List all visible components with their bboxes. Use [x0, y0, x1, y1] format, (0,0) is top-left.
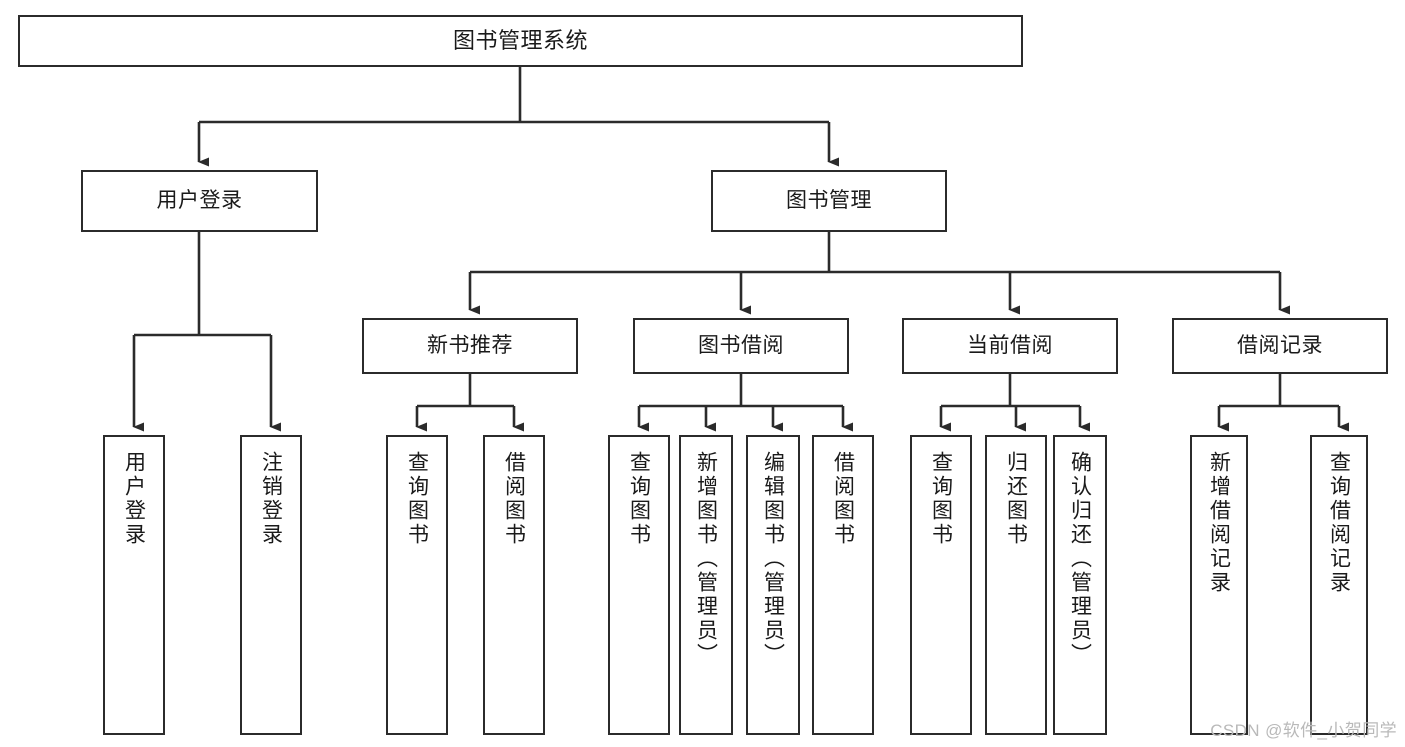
node-user-login[interactable]: 用户登录: [81, 170, 318, 232]
node-root[interactable]: 图书管理系统: [18, 15, 1023, 67]
node-leaf-logout-login[interactable]: 注销登录: [240, 435, 302, 735]
node-leaf-query-book-1[interactable]: 查询图书: [386, 435, 448, 735]
node-borrow-record[interactable]: 借阅记录: [1172, 318, 1388, 374]
node-book-manage[interactable]: 图书管理: [711, 170, 947, 232]
node-book-borrow[interactable]: 图书借阅: [633, 318, 849, 374]
node-leaf-query-book-3-label: 查询图书: [929, 451, 953, 547]
node-leaf-edit-book-admin[interactable]: 编辑图书（管理员）: [746, 435, 800, 735]
node-current-borrow-label: 当前借阅: [967, 333, 1053, 357]
node-leaf-add-borrow-record[interactable]: 新增借阅记录: [1190, 435, 1248, 735]
node-leaf-add-book-admin-label: 新增图书（管理员）: [694, 451, 718, 667]
node-leaf-borrow-book-1-label: 借阅图书: [502, 451, 526, 547]
node-leaf-query-book-1-label: 查询图书: [405, 451, 429, 547]
node-root-label: 图书管理系统: [452, 28, 588, 54]
node-current-borrow[interactable]: 当前借阅: [902, 318, 1118, 374]
node-leaf-confirm-return-admin-label: 确认归还（管理员）: [1068, 451, 1092, 667]
node-leaf-edit-book-admin-label: 编辑图书（管理员）: [761, 451, 785, 667]
node-new-book-recommend-label: 新书推荐: [427, 333, 513, 357]
node-leaf-query-book-3[interactable]: 查询图书: [910, 435, 972, 735]
node-leaf-query-book-2[interactable]: 查询图书: [608, 435, 670, 735]
csdn-watermark: CSDN @软件_小贺同学: [1210, 721, 1397, 740]
node-leaf-borrow-book-2[interactable]: 借阅图书: [812, 435, 874, 735]
node-leaf-add-borrow-record-label: 新增借阅记录: [1207, 451, 1231, 595]
node-book-manage-label: 图书管理: [786, 188, 872, 212]
node-borrow-record-label: 借阅记录: [1237, 333, 1323, 357]
node-leaf-borrow-book-2-label: 借阅图书: [831, 451, 855, 547]
node-user-login-label: 用户登录: [156, 188, 243, 212]
node-leaf-add-book-admin[interactable]: 新增图书（管理员）: [679, 435, 733, 735]
node-leaf-borrow-book-1[interactable]: 借阅图书: [483, 435, 545, 735]
node-leaf-query-borrow-record[interactable]: 查询借阅记录: [1310, 435, 1368, 735]
node-leaf-return-book[interactable]: 归还图书: [985, 435, 1047, 735]
node-leaf-return-book-label: 归还图书: [1004, 451, 1028, 547]
node-leaf-query-borrow-record-label: 查询借阅记录: [1327, 451, 1351, 595]
node-leaf-query-book-2-label: 查询图书: [627, 451, 651, 547]
node-leaf-user-login-label: 用户登录: [122, 451, 146, 547]
node-new-book-recommend[interactable]: 新书推荐: [362, 318, 578, 374]
node-leaf-logout-login-label: 注销登录: [259, 451, 283, 547]
node-leaf-confirm-return-admin[interactable]: 确认归还（管理员）: [1053, 435, 1107, 735]
node-leaf-user-login[interactable]: 用户登录: [103, 435, 165, 735]
node-book-borrow-label: 图书借阅: [698, 333, 784, 357]
